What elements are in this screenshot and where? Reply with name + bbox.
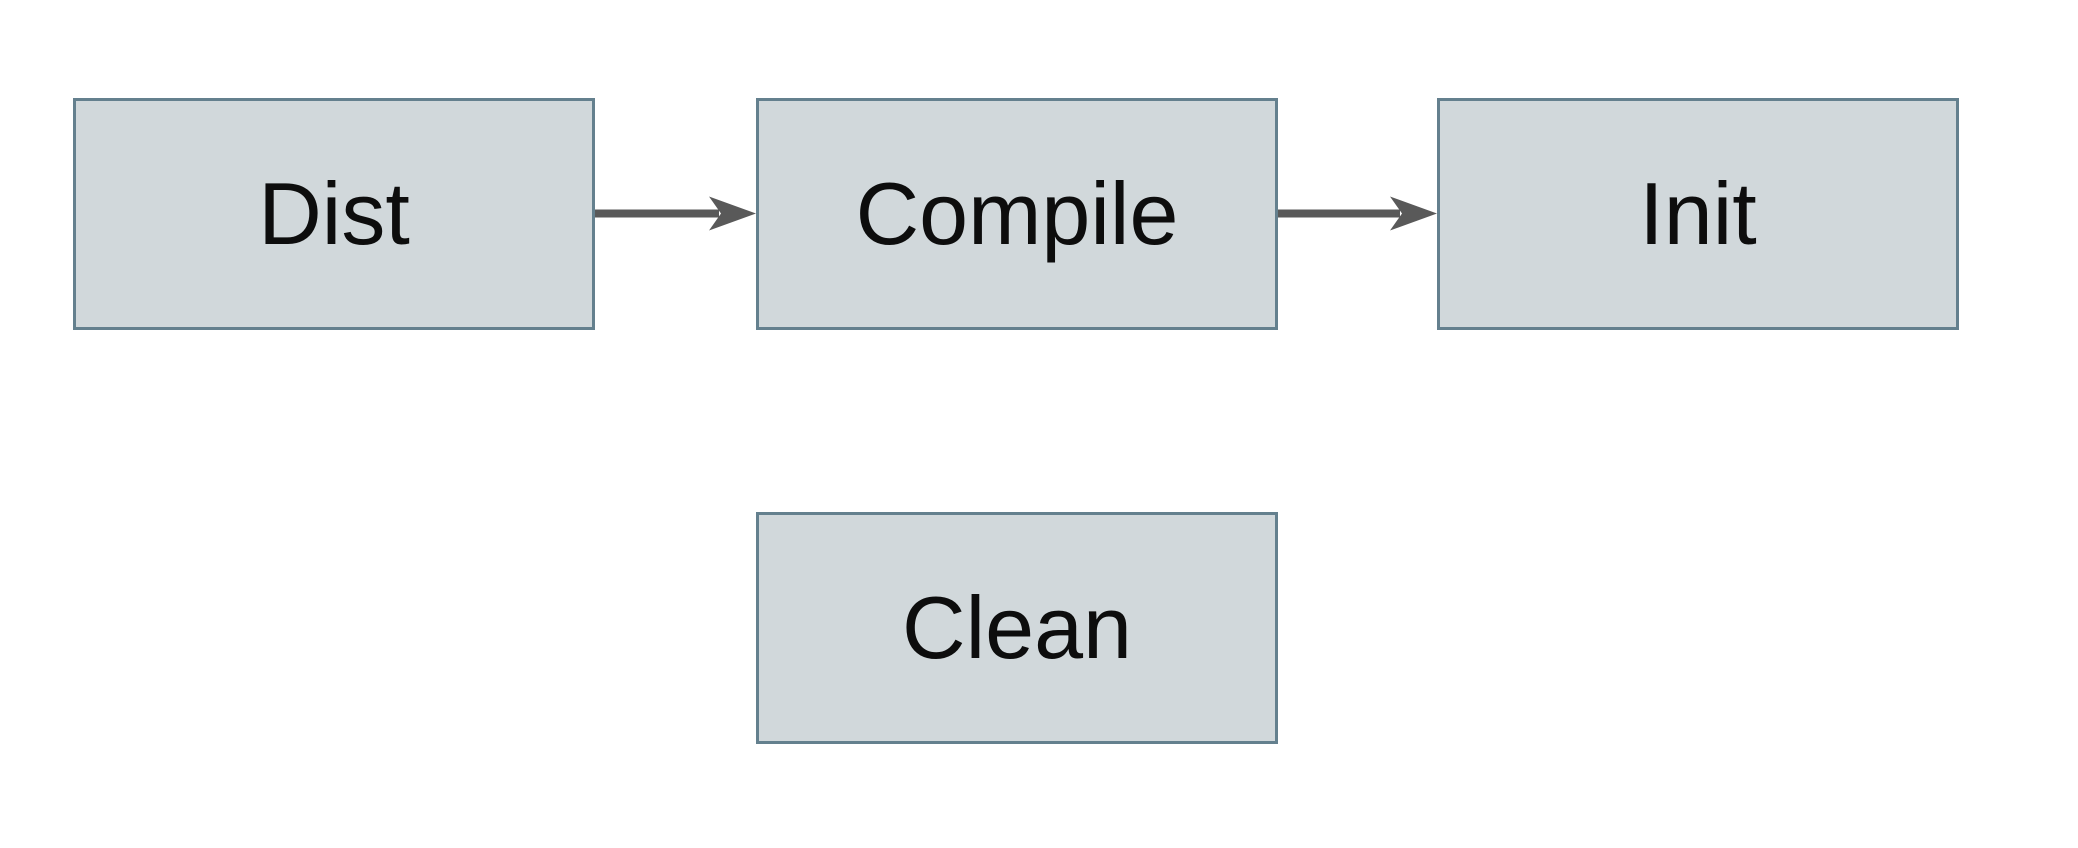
node-clean[interactable]: Clean	[756, 512, 1278, 744]
node-clean-label: Clean	[902, 578, 1132, 677]
arrowhead-icon	[709, 196, 756, 231]
node-dist-label: Dist	[258, 164, 410, 263]
edge-compile-to-init[interactable]	[1277, 196, 1437, 231]
node-init-label: Init	[1639, 164, 1757, 263]
edge-dist-to-compile[interactable]	[595, 196, 756, 231]
arrowhead-icon	[1390, 196, 1437, 231]
node-init[interactable]: Init	[1437, 98, 1959, 330]
node-compile[interactable]: Compile	[756, 98, 1278, 330]
node-compile-label: Compile	[855, 164, 1179, 263]
node-dist[interactable]: Dist	[73, 98, 595, 330]
